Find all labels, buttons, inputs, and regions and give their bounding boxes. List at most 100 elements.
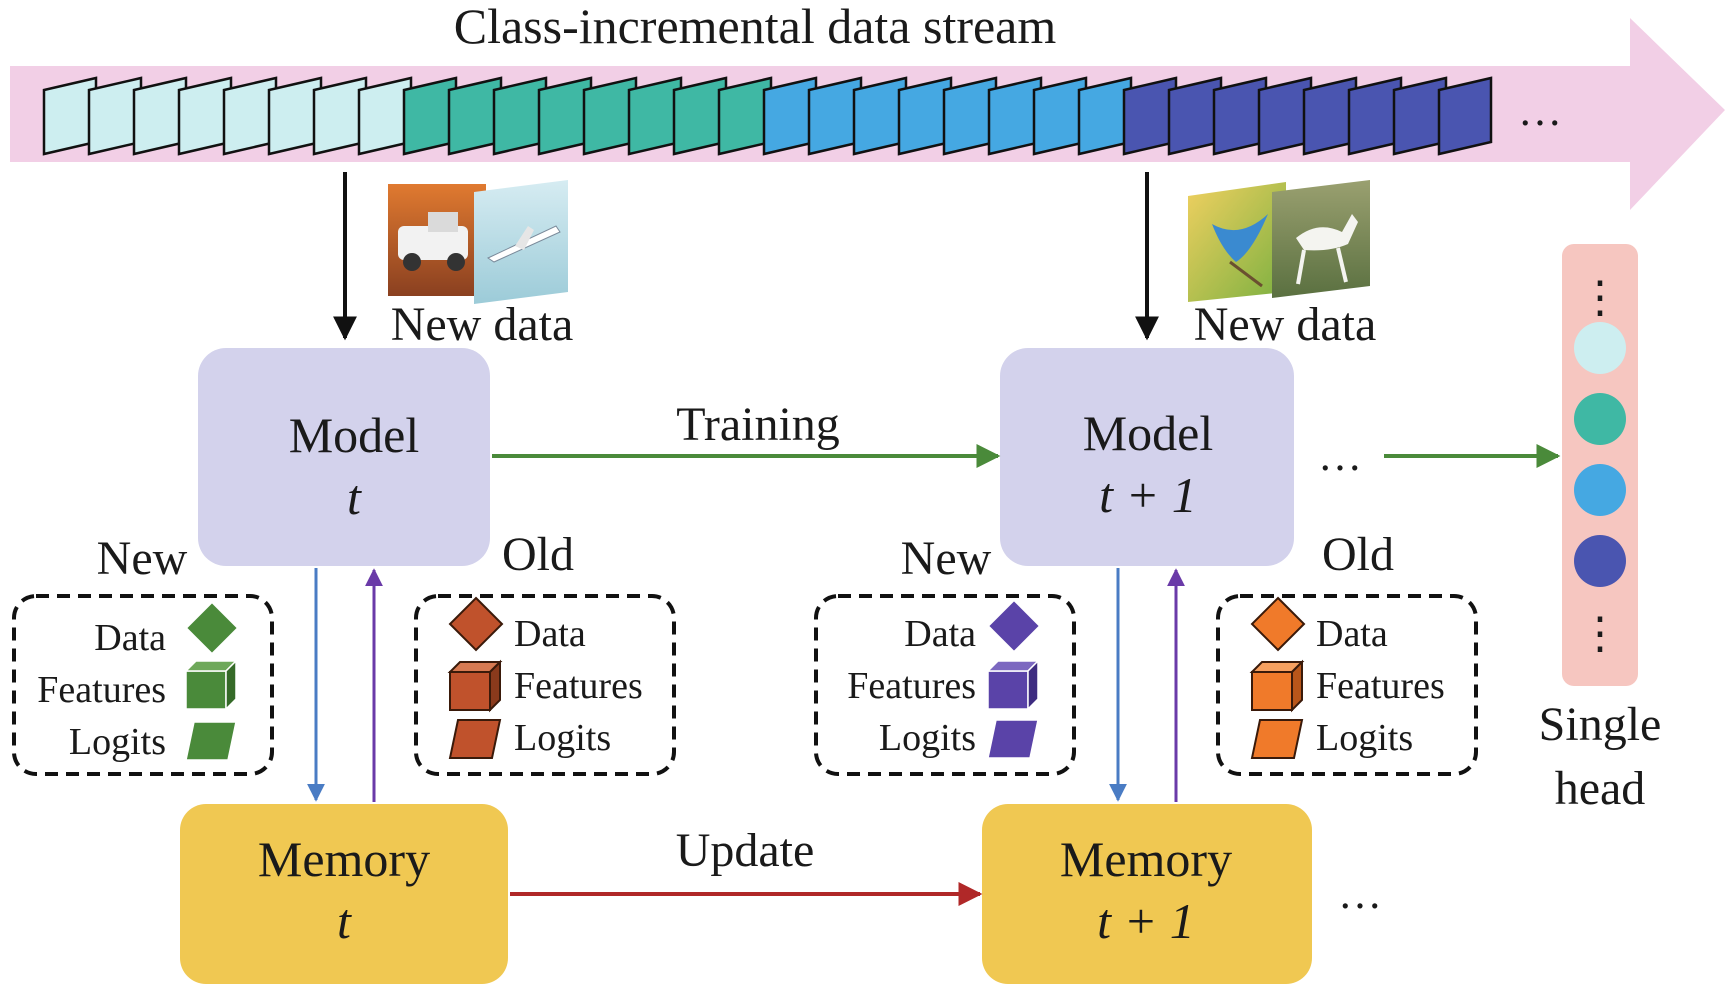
stream-cell xyxy=(357,76,413,156)
old-items-panel-t: Data Features Logits xyxy=(414,594,676,776)
horse-image xyxy=(1272,180,1370,298)
memory-t-title: Memory xyxy=(258,831,430,887)
old-features-cube-icon xyxy=(447,659,503,713)
stream-cell xyxy=(447,76,503,156)
model-t1-step: t + 1 xyxy=(1099,467,1197,523)
stream-cell xyxy=(1077,76,1133,156)
head-node xyxy=(1574,322,1626,374)
old-features-item-t: Features xyxy=(514,665,643,707)
stream-cells xyxy=(42,76,1493,156)
model-ellipsis: … xyxy=(1318,431,1362,480)
new-features-cube-icon xyxy=(986,659,1040,711)
airplane-image xyxy=(474,180,568,304)
stream-cell xyxy=(942,76,998,156)
new-logits-item-t1: Logits xyxy=(879,717,976,759)
stream-cell xyxy=(1347,76,1403,156)
stream-cell xyxy=(1302,76,1358,156)
stream-cell xyxy=(807,76,863,156)
head-dots-bottom: ⋮ xyxy=(1578,609,1622,658)
stream-cell xyxy=(537,76,593,156)
new-features-cube-icon xyxy=(184,659,238,711)
stream-cell xyxy=(1257,76,1313,156)
head-dots-top: ⋮ xyxy=(1578,273,1622,322)
training-label: Training xyxy=(676,398,840,451)
model-t-step: t xyxy=(347,469,362,525)
old-features-item-t1: Features xyxy=(1316,665,1445,707)
stream-cell xyxy=(132,76,188,156)
stream-title: Class-incremental data stream xyxy=(454,0,1057,54)
stream-cell xyxy=(852,76,908,156)
stream-cell xyxy=(1392,76,1448,156)
new-data-diamond-icon xyxy=(184,600,240,656)
model-t1-box: Model t + 1 xyxy=(1000,348,1294,566)
new-items-panel-t: Data Features Logits xyxy=(12,594,274,776)
stream-cell xyxy=(1122,76,1178,156)
new-data-item-t1: Data xyxy=(904,613,976,655)
stream-cell xyxy=(1212,76,1268,156)
stream-cell xyxy=(717,76,773,156)
stream-cell xyxy=(897,76,953,156)
memory-t1-box: Memory t + 1 xyxy=(982,804,1312,984)
bird-image xyxy=(1188,182,1286,302)
old-data-item-t1: Data xyxy=(1316,613,1388,655)
old-label-t1: Old xyxy=(1322,528,1394,581)
new-logits-item-t: Logits xyxy=(69,721,166,763)
new-data-label-t1: New data xyxy=(1194,298,1377,351)
stream-ellipsis: … xyxy=(1518,86,1562,135)
new-data-diamond-icon xyxy=(986,598,1042,654)
memory-ellipsis: … xyxy=(1338,869,1382,918)
new-features-item-t: Features xyxy=(37,669,166,711)
memory-t1-title: Memory xyxy=(1060,831,1232,887)
stream-cell xyxy=(312,76,368,156)
truck-image xyxy=(388,184,486,296)
old-logits-item-t1: Logits xyxy=(1316,717,1413,759)
old-data-diamond-icon xyxy=(1250,596,1306,652)
new-items-panel-t1: Data Features Logits xyxy=(814,594,1076,776)
new-data-item-t: Data xyxy=(94,617,166,659)
head-node xyxy=(1574,393,1626,445)
old-label-t: Old xyxy=(502,528,574,581)
stream-cell xyxy=(1167,76,1223,156)
old-logits-parallelogram-icon xyxy=(1250,719,1304,759)
single-head-label-line2: head xyxy=(1555,762,1646,815)
model-t1-title: Model xyxy=(1083,405,1214,461)
stream-cell xyxy=(87,76,143,156)
update-label: Update xyxy=(676,824,815,877)
model-t-box: Model t xyxy=(198,348,490,566)
single-head-label-line1: Single xyxy=(1539,698,1662,751)
new-data-label-t: New data xyxy=(391,298,574,351)
new-logits-parallelogram-icon xyxy=(185,721,237,761)
stream-cell xyxy=(582,76,638,156)
stream-cell xyxy=(1437,76,1493,156)
new-data-images-t xyxy=(388,180,568,304)
memory-t1-step: t + 1 xyxy=(1097,893,1195,949)
new-data-images-t1 xyxy=(1188,180,1370,302)
head-nodes xyxy=(1574,322,1626,587)
old-logits-parallelogram-icon xyxy=(448,719,502,759)
memory-t-step: t xyxy=(337,893,352,949)
old-logits-item-t: Logits xyxy=(514,717,611,759)
new-features-item-t1: Features xyxy=(847,665,976,707)
single-head: ⋮ ⋮ Single head xyxy=(1539,244,1662,815)
head-node xyxy=(1574,464,1626,516)
stream-cell xyxy=(987,76,1043,156)
stream-cell xyxy=(402,76,458,156)
stream-cell xyxy=(267,76,323,156)
stream-cell xyxy=(627,76,683,156)
old-data-item-t: Data xyxy=(514,613,586,655)
new-label-t: New xyxy=(97,532,188,585)
stream-cell xyxy=(762,76,818,156)
old-items-panel-t1: Data Features Logits xyxy=(1216,594,1478,776)
new-label-t1: New xyxy=(901,532,992,585)
head-node xyxy=(1574,535,1626,587)
stream-cell xyxy=(1032,76,1088,156)
stream-cell xyxy=(492,76,548,156)
stream-cell xyxy=(672,76,728,156)
stream-cell xyxy=(222,76,278,156)
stream-cell xyxy=(177,76,233,156)
data-stream: Class-incremental data stream … xyxy=(10,0,1725,210)
stream-cell xyxy=(42,76,98,156)
old-features-cube-icon xyxy=(1249,659,1305,713)
old-data-diamond-icon xyxy=(448,596,504,652)
